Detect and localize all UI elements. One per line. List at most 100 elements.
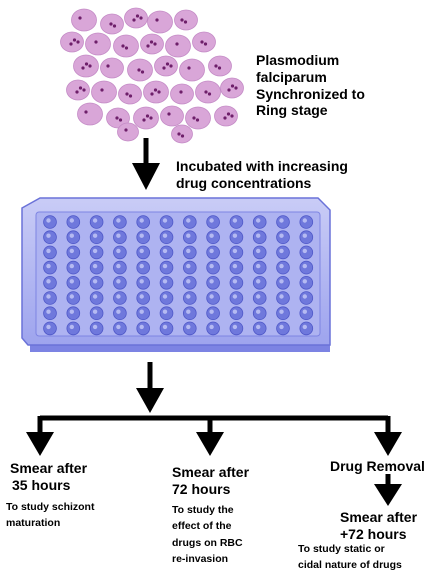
well-highlight [232,233,238,238]
incubation-label-line2: drug concentrations [176,174,312,191]
well-highlight [302,263,307,269]
parasite-dot [155,18,159,22]
rbc-cell [85,32,111,56]
rbc-cell [140,33,164,55]
parasite-dot [145,114,150,118]
well-highlight [46,324,51,330]
well-highlight [92,233,98,238]
well-highlight [46,218,51,223]
parasite-dot [214,64,218,68]
branch2-desc-line4: re-invasion [172,552,229,565]
parasite-label-line2: falciparum [256,68,327,85]
rbc-cell [66,79,90,101]
well-highlight [256,233,261,238]
well-highlight [302,248,307,254]
well-highlight [69,263,75,269]
well-highlight [162,248,168,254]
parasite-dot [76,40,80,44]
parasite-dot [132,18,136,22]
branch1-desc-line2: maturation [6,517,61,530]
well-highlight [46,294,51,299]
parasite-dot [72,38,77,42]
parasite-dot [227,88,231,92]
parasite-dot [149,116,153,120]
branch2-description: To study the effect of the drugs on RBC … [172,502,243,567]
well-highlight [92,263,98,269]
well-highlight [69,218,75,223]
branch2-desc-line1: To study the [172,504,234,516]
rbc-cell [133,106,159,130]
parasite-dot [78,86,83,90]
well-highlight [139,294,144,299]
well-highlight [186,248,191,254]
parasite-dot [146,44,150,48]
parasite-dot [140,70,145,74]
well-highlight [186,309,191,314]
well-highlight [92,248,98,254]
rbc-cell [165,34,191,58]
well-highlight [46,248,51,254]
rbc-cell [174,9,198,31]
rbc-cell [195,80,221,104]
well-highlight [69,324,75,330]
well-highlight [279,248,284,254]
branch3-sub-line1: Smear after [340,509,418,525]
parasite-dot [115,116,119,120]
parasite-dot [142,118,146,122]
well-highlight [186,233,191,238]
branch3-title: Drug Removal [330,458,425,474]
rbc-cell [60,31,84,53]
branch1-title: Smear after 35 hours [10,460,87,494]
well-highlight [232,263,238,269]
well-highlight [116,294,121,299]
parasite-dot [84,110,88,114]
well-highlight [162,279,168,284]
well-highlight [116,279,121,284]
parasite-dot [192,116,196,120]
parasite-dot [234,86,238,90]
arrow-plate-down-head [136,388,164,413]
parasite-dot [124,128,128,132]
well-highlight [209,294,214,299]
parasite-dot [175,42,179,46]
parasite-dot [180,134,185,138]
well-highlight [279,279,284,284]
rbc-cell [124,7,148,29]
well-highlight [279,324,284,330]
well-highlight [162,324,168,330]
rbc-cell [118,83,142,105]
rbc-cell [179,58,205,82]
well-highlight [69,309,75,314]
well-highlight [139,218,144,223]
parasite-dot [135,14,140,18]
branch1-desc-line1: To study schizont [6,501,95,513]
well-highlight [256,248,261,254]
well-highlight [232,279,238,284]
parasite-dot [82,88,86,92]
well-highlight [302,324,307,330]
parasite-dot [207,92,212,96]
parasite-dot [204,90,208,94]
rbc-cell [100,57,124,79]
well-highlight [302,294,307,299]
parasite-dot [203,42,208,46]
well-highlight [46,233,51,238]
rbc-cell [154,55,178,77]
well-highlight [209,218,214,223]
parasite-dot [149,40,154,44]
parasite-dot [195,118,200,122]
well-highlight [302,279,307,284]
well-highlight [92,218,98,223]
parasite-dot [125,92,129,96]
branch1-title-line2: 35 hours [12,476,71,493]
parasite-dot [84,62,89,66]
well-highlight [139,248,144,254]
parasite-dot [157,90,161,94]
well-highlight [162,233,168,238]
well-highlight [69,294,75,299]
well-highlight [162,309,168,314]
parasite-label: Plasmodium falciparum Synchronized to Ri… [256,52,365,119]
well-highlight [209,309,214,314]
well-highlight [162,218,168,223]
